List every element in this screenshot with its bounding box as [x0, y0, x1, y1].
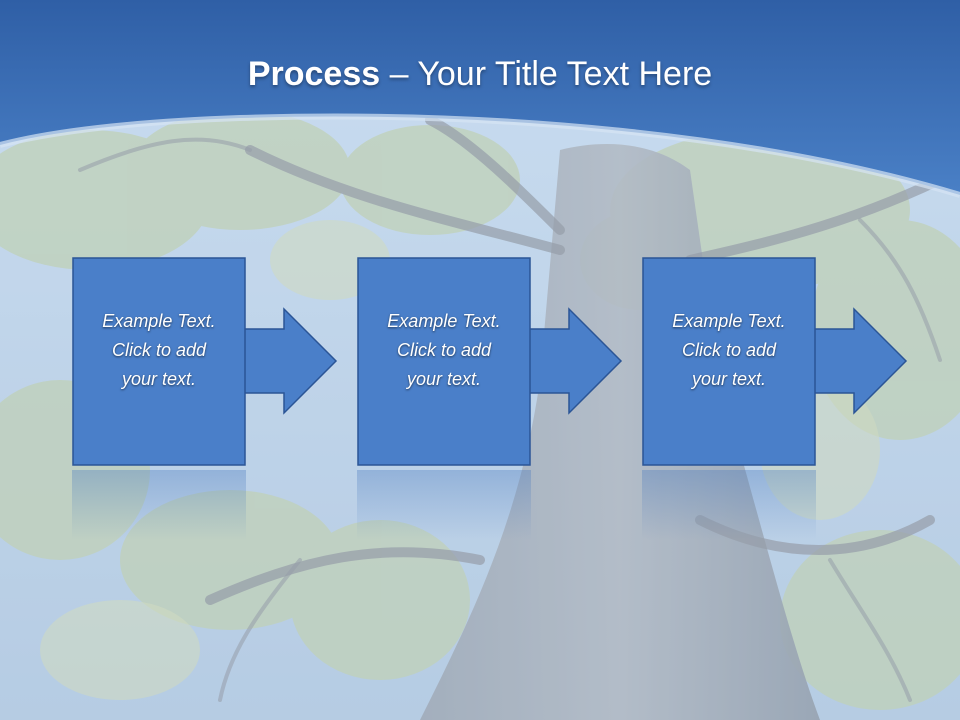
title-rest-text: – Your Title Text Here [380, 55, 713, 93]
slide-title[interactable]: Process – Your Title Text Here [0, 52, 960, 96]
step-1-text[interactable]: Example Text. Click to add your text. [74, 307, 244, 394]
step-1-line-3: your text. [121, 369, 197, 389]
step-box-arrow-shape [72, 257, 338, 466]
step-2-line-3: your text. [406, 369, 482, 389]
process-step-1[interactable]: Example Text. Click to add your text. [72, 257, 342, 467]
step-1-reflection [72, 470, 246, 540]
step-2-line-2: Click to add [396, 340, 492, 360]
step-box-arrow-shape [642, 257, 908, 466]
step-3-line-2: Click to add [681, 340, 777, 360]
title-bold-text: Process [247, 55, 381, 93]
step-3-line-1: Example Text. [672, 311, 786, 331]
process-step-2[interactable]: Example Text. Click to add your text. [357, 257, 627, 467]
step-3-line-3: your text. [691, 369, 767, 389]
step-2-text[interactable]: Example Text. Click to add your text. [359, 307, 529, 394]
step-box-arrow-shape [357, 257, 623, 466]
step-2-line-1: Example Text. [387, 311, 501, 331]
step-1-line-1: Example Text. [102, 311, 216, 331]
step-3-reflection [642, 470, 816, 540]
step-1-line-2: Click to add [111, 340, 207, 360]
step-3-text[interactable]: Example Text. Click to add your text. [644, 307, 814, 394]
process-step-3[interactable]: Example Text. Click to add your text. [642, 257, 912, 467]
step-2-reflection [357, 470, 531, 540]
